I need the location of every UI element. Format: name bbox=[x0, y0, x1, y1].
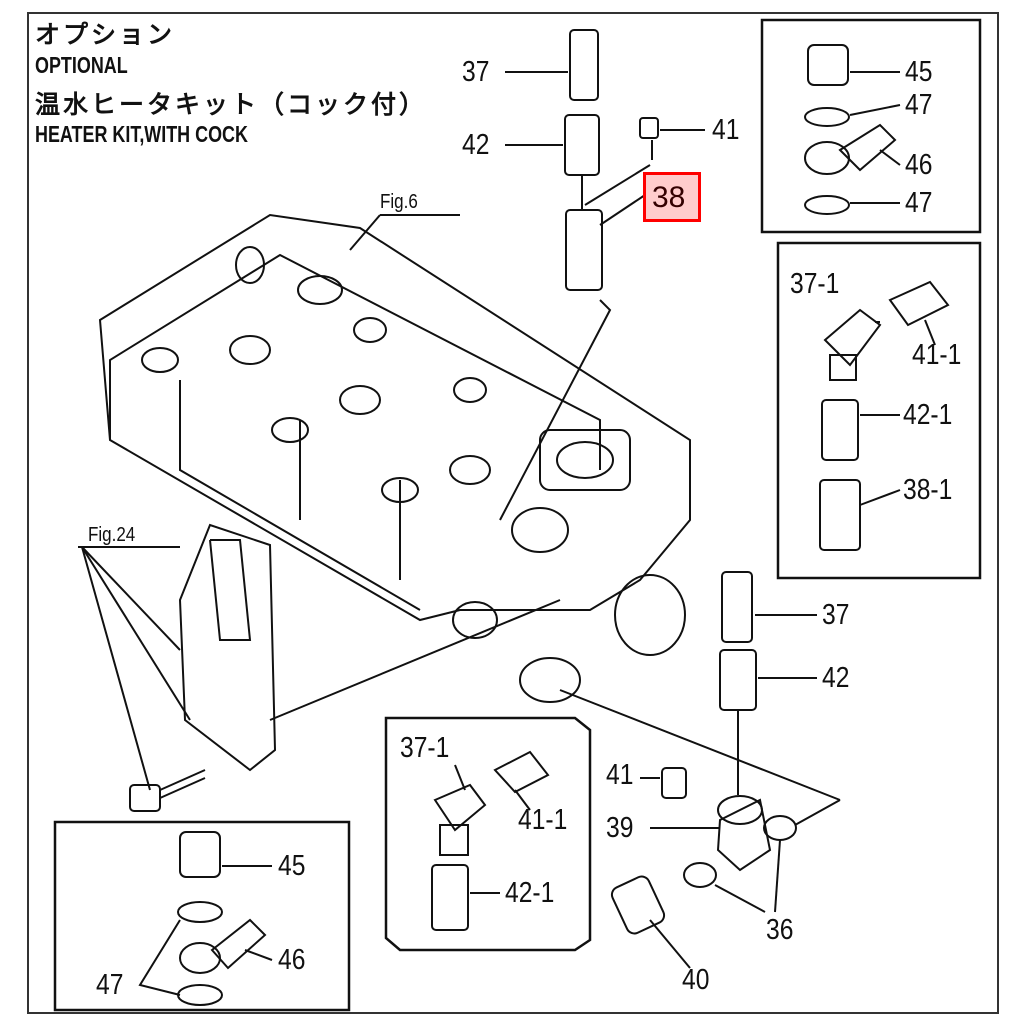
bottom-left-box bbox=[53, 820, 351, 1012]
callout-41[interactable]: 41 bbox=[606, 759, 634, 791]
kit-title-jp: 温水ヒータキット（コック付） bbox=[35, 90, 428, 119]
bottom-middle-parts bbox=[431, 750, 550, 931]
callout-47[interactable]: 47 bbox=[96, 969, 124, 1001]
callout-41-1[interactable]: 41-1 bbox=[912, 339, 962, 371]
top-right-box bbox=[760, 18, 982, 234]
callout-41[interactable]: 41 bbox=[712, 114, 740, 146]
callout-37[interactable]: 37 bbox=[822, 599, 850, 631]
callout-42-1[interactable]: 42-1 bbox=[505, 877, 555, 909]
callout-37[interactable]: 37 bbox=[462, 56, 490, 88]
bracket bbox=[129, 523, 561, 812]
callout-36[interactable]: 36 bbox=[766, 914, 794, 946]
title-en: OPTIONAL bbox=[35, 52, 128, 78]
callout-42[interactable]: 42 bbox=[462, 129, 490, 161]
callout-42[interactable]: 42 bbox=[822, 662, 850, 694]
callout-46[interactable]: 46 bbox=[905, 149, 933, 181]
fig6-reference[interactable]: Fig.6 bbox=[380, 191, 418, 213]
callout-45[interactable]: 45 bbox=[905, 56, 933, 88]
highlighted-part-38[interactable]: 38 bbox=[643, 172, 701, 222]
callout-46[interactable]: 46 bbox=[278, 944, 306, 976]
callout-47[interactable]: 47 bbox=[905, 89, 933, 121]
callout-38-1[interactable]: 38-1 bbox=[903, 474, 953, 506]
right-box-parts bbox=[819, 280, 950, 551]
callout-39[interactable]: 39 bbox=[606, 812, 634, 844]
part-label: 38 bbox=[652, 181, 686, 214]
kit-title-en: HEATER KIT,WITH COCK bbox=[35, 121, 248, 147]
fig24-leaders bbox=[78, 546, 191, 791]
bottom-middle-box bbox=[384, 716, 592, 952]
callout-47[interactable]: 47 bbox=[905, 187, 933, 219]
top-fittings bbox=[349, 29, 705, 521]
title-jp: オプション bbox=[35, 20, 176, 49]
cylinder-head bbox=[98, 213, 691, 703]
callout-45[interactable]: 45 bbox=[278, 850, 306, 882]
cam-bosses bbox=[141, 246, 491, 503]
right-box bbox=[776, 241, 982, 580]
bottom-left-parts bbox=[138, 831, 273, 1006]
callout-41-1[interactable]: 41-1 bbox=[518, 804, 568, 836]
fig24-reference[interactable]: Fig.24 bbox=[88, 524, 136, 546]
callout-37-1[interactable]: 37-1 bbox=[790, 268, 840, 300]
callout-37-1[interactable]: 37-1 bbox=[400, 732, 450, 764]
lower-fittings bbox=[559, 571, 841, 969]
callout-42-1[interactable]: 42-1 bbox=[903, 399, 953, 431]
top-right-parts bbox=[804, 44, 901, 215]
callout-40[interactable]: 40 bbox=[682, 964, 710, 996]
diagram-frame bbox=[27, 12, 999, 1014]
